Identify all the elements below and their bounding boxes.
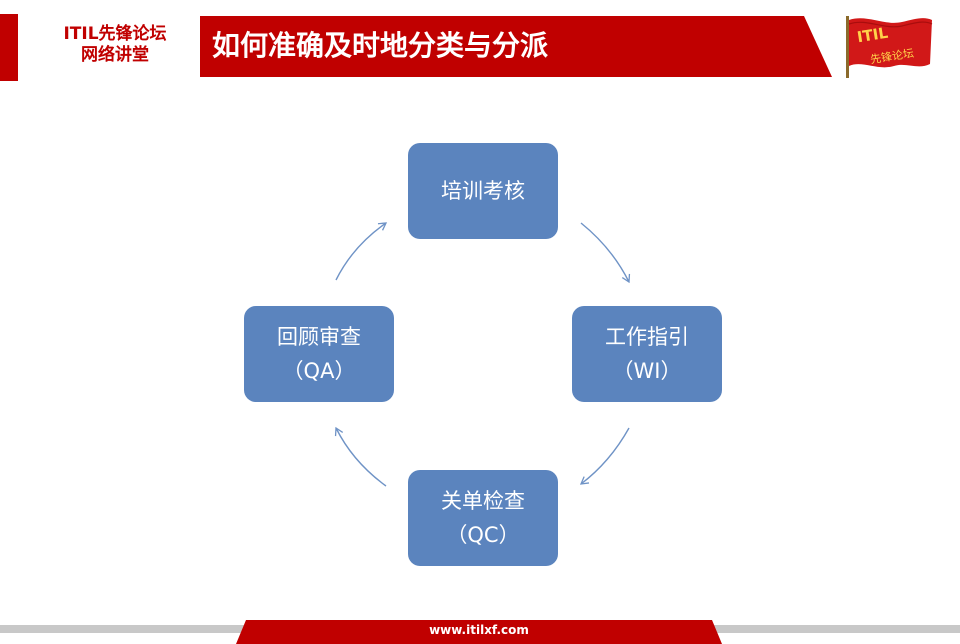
node-work-instruction: 工作指引 （WI） [572,306,722,402]
logo-flag: ITIL 先锋论坛 [842,14,934,78]
arrow-bottom-to-left [334,426,387,487]
arrow-left-to-top [335,222,388,281]
node-label: 工作指引 [605,325,689,349]
page-title: 如何准确及时地分类与分派 [212,29,549,62]
flag-icon [846,16,933,78]
brand-text: ITIL先锋论坛 网络讲堂 [40,24,190,66]
brand-line-1: ITIL先锋论坛 [63,24,167,44]
node-label: 培训考核 [441,179,525,203]
node-label: 回顾审查 [277,325,361,349]
left-accent-bar [0,14,18,81]
node-review-audit: 回顾审查 （QA） [244,306,394,402]
arrow-top-to-right [580,222,631,284]
node-label: 关单检查 [441,489,525,513]
node-code: （WI） [612,359,682,383]
arrow-right-to-bottom [579,427,630,485]
node-closure-check: 关单检查 （QC） [408,470,558,566]
node-training-assessment: 培训考核 [408,143,558,239]
title-banner-shape [200,16,832,77]
footer-band [236,620,722,644]
node-code: （QA） [282,359,356,383]
brand-line-2: 网络讲堂 [81,45,149,65]
node-code: （QC） [446,523,520,547]
title-banner: 如何准确及时地分类与分派 [200,16,832,77]
footer-url[interactable]: www.itilxf.com [429,623,529,637]
